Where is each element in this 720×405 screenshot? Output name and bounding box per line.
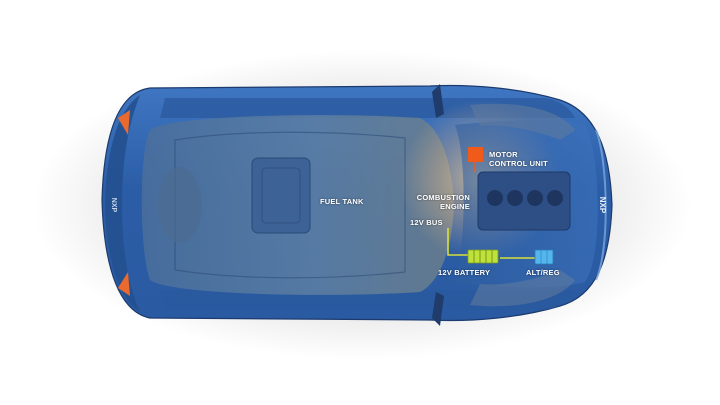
alt-reg-shape [534, 249, 554, 265]
bus-12v-label: 12V BUS [410, 218, 443, 227]
rear-seat [158, 167, 202, 243]
front-windscreen-lower [470, 270, 575, 307]
alt-reg-label: ALT/REG [526, 268, 560, 277]
front-edge [595, 129, 607, 281]
brand-logo-front: NXP [598, 197, 607, 214]
brand-logo-rear: NXP [110, 198, 117, 213]
engine-cylinders [487, 190, 563, 206]
battery-12v-label: 12V BATTERY [438, 268, 491, 277]
fuel-tank-label: FUEL TANK [320, 197, 364, 206]
motor-control-unit-box [468, 147, 483, 162]
combustion-engine-shape [477, 171, 571, 231]
rear-light-top [118, 110, 130, 135]
bus-12v-line [447, 228, 468, 256]
rear-light-bottom [118, 272, 130, 296]
mirror-bottom [432, 292, 444, 326]
mirror-top [432, 84, 444, 118]
front-windscreen [470, 103, 575, 140]
battery-12v-shape [467, 249, 499, 264]
rear-bumper [105, 95, 140, 312]
combustion-engine-label: COMBUSTION ENGINE [416, 193, 470, 211]
battery-cells [473, 250, 493, 263]
motor-control-unit-label: MOTOR CONTROL UNIT [489, 150, 548, 168]
fuel-tank-shape [251, 157, 311, 234]
interior-frame [174, 131, 406, 279]
